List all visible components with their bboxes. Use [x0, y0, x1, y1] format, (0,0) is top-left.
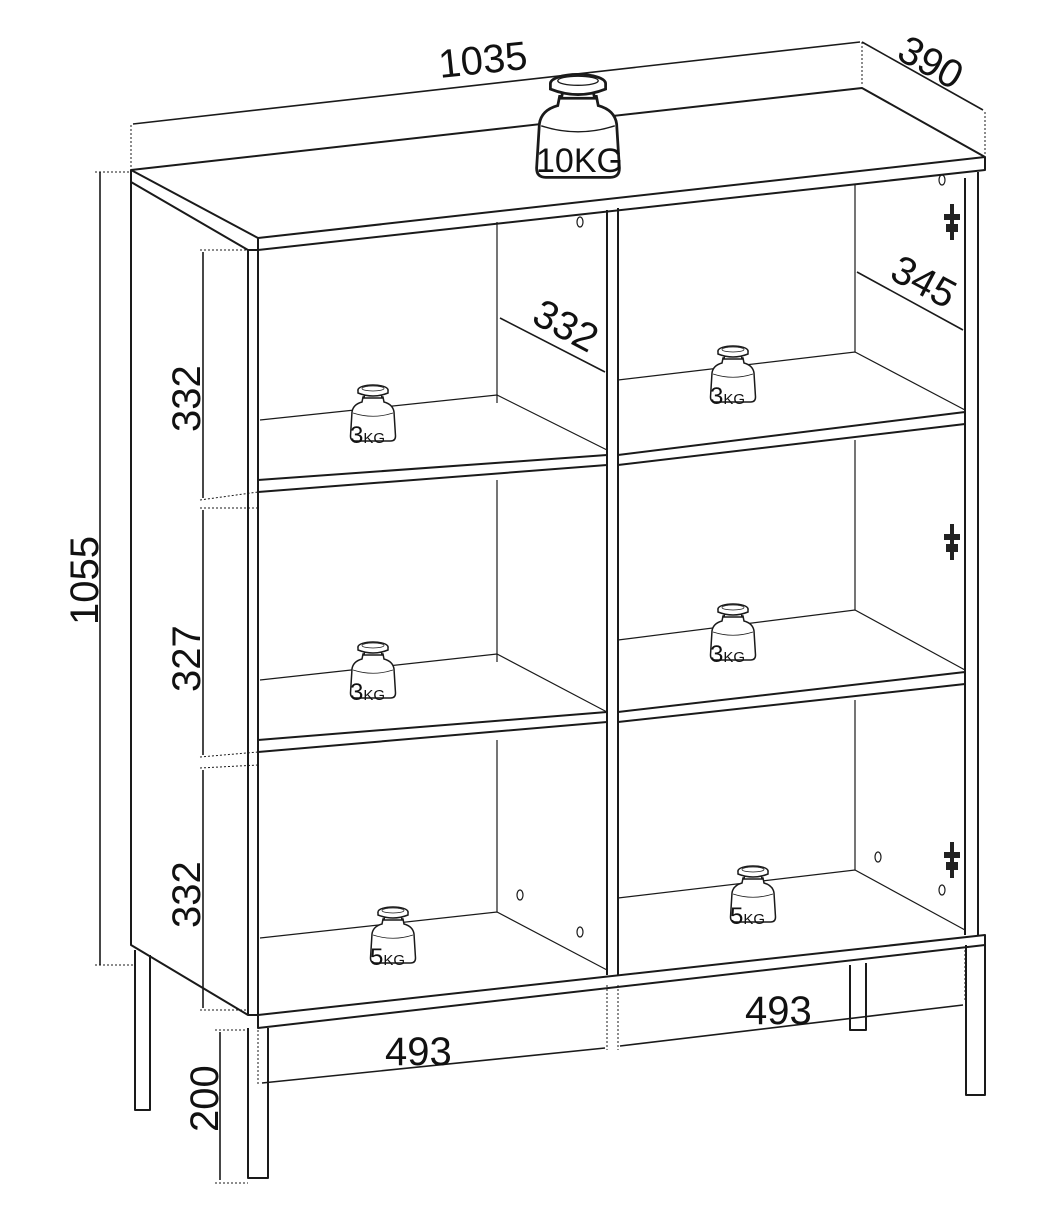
svg-text:3KG: 3KG [350, 422, 385, 449]
svg-text:10KG: 10KG [536, 142, 623, 180]
svg-text:5KG: 5KG [730, 903, 765, 930]
weight-left-top-shelf: 3KG [349, 384, 397, 449]
depth-label: 390 [891, 27, 971, 98]
dimension-lines [95, 41, 986, 1184]
weight-right-bottom: 5KG [729, 865, 777, 930]
svg-text:3KG: 3KG [710, 641, 745, 668]
weight-left-bottom: 5KG [369, 906, 417, 971]
hinge-icon [944, 204, 960, 240]
svg-text:3KG: 3KG [710, 383, 745, 410]
width-label: 1035 [436, 34, 529, 87]
compartment-bottom-height-label: 332 [165, 861, 209, 928]
hinge-icon [944, 524, 960, 560]
cabinet-body [130, 87, 986, 1179]
svg-text:3KG: 3KG [350, 679, 385, 706]
inner-depth-right-label: 345 [884, 247, 964, 317]
compartment-middle-height-label: 327 [165, 625, 209, 692]
inner-depth-left-label: 332 [526, 291, 606, 361]
leg-height-label: 200 [183, 1065, 227, 1132]
weight-right-middle-shelf: 3KG [709, 603, 757, 668]
hinge-icon [944, 842, 960, 878]
compartment-width-right-label: 493 [745, 989, 812, 1033]
weight-left-middle-shelf: 3KG [349, 641, 397, 706]
compartment-width-left-label: 493 [385, 1030, 452, 1074]
height-label: 1055 [63, 536, 107, 625]
weight-top: 10KG [535, 72, 623, 180]
weight-right-top-shelf: 3KG [709, 345, 757, 410]
compartment-top-height-label: 332 [165, 365, 209, 432]
svg-text:5KG: 5KG [370, 944, 405, 971]
